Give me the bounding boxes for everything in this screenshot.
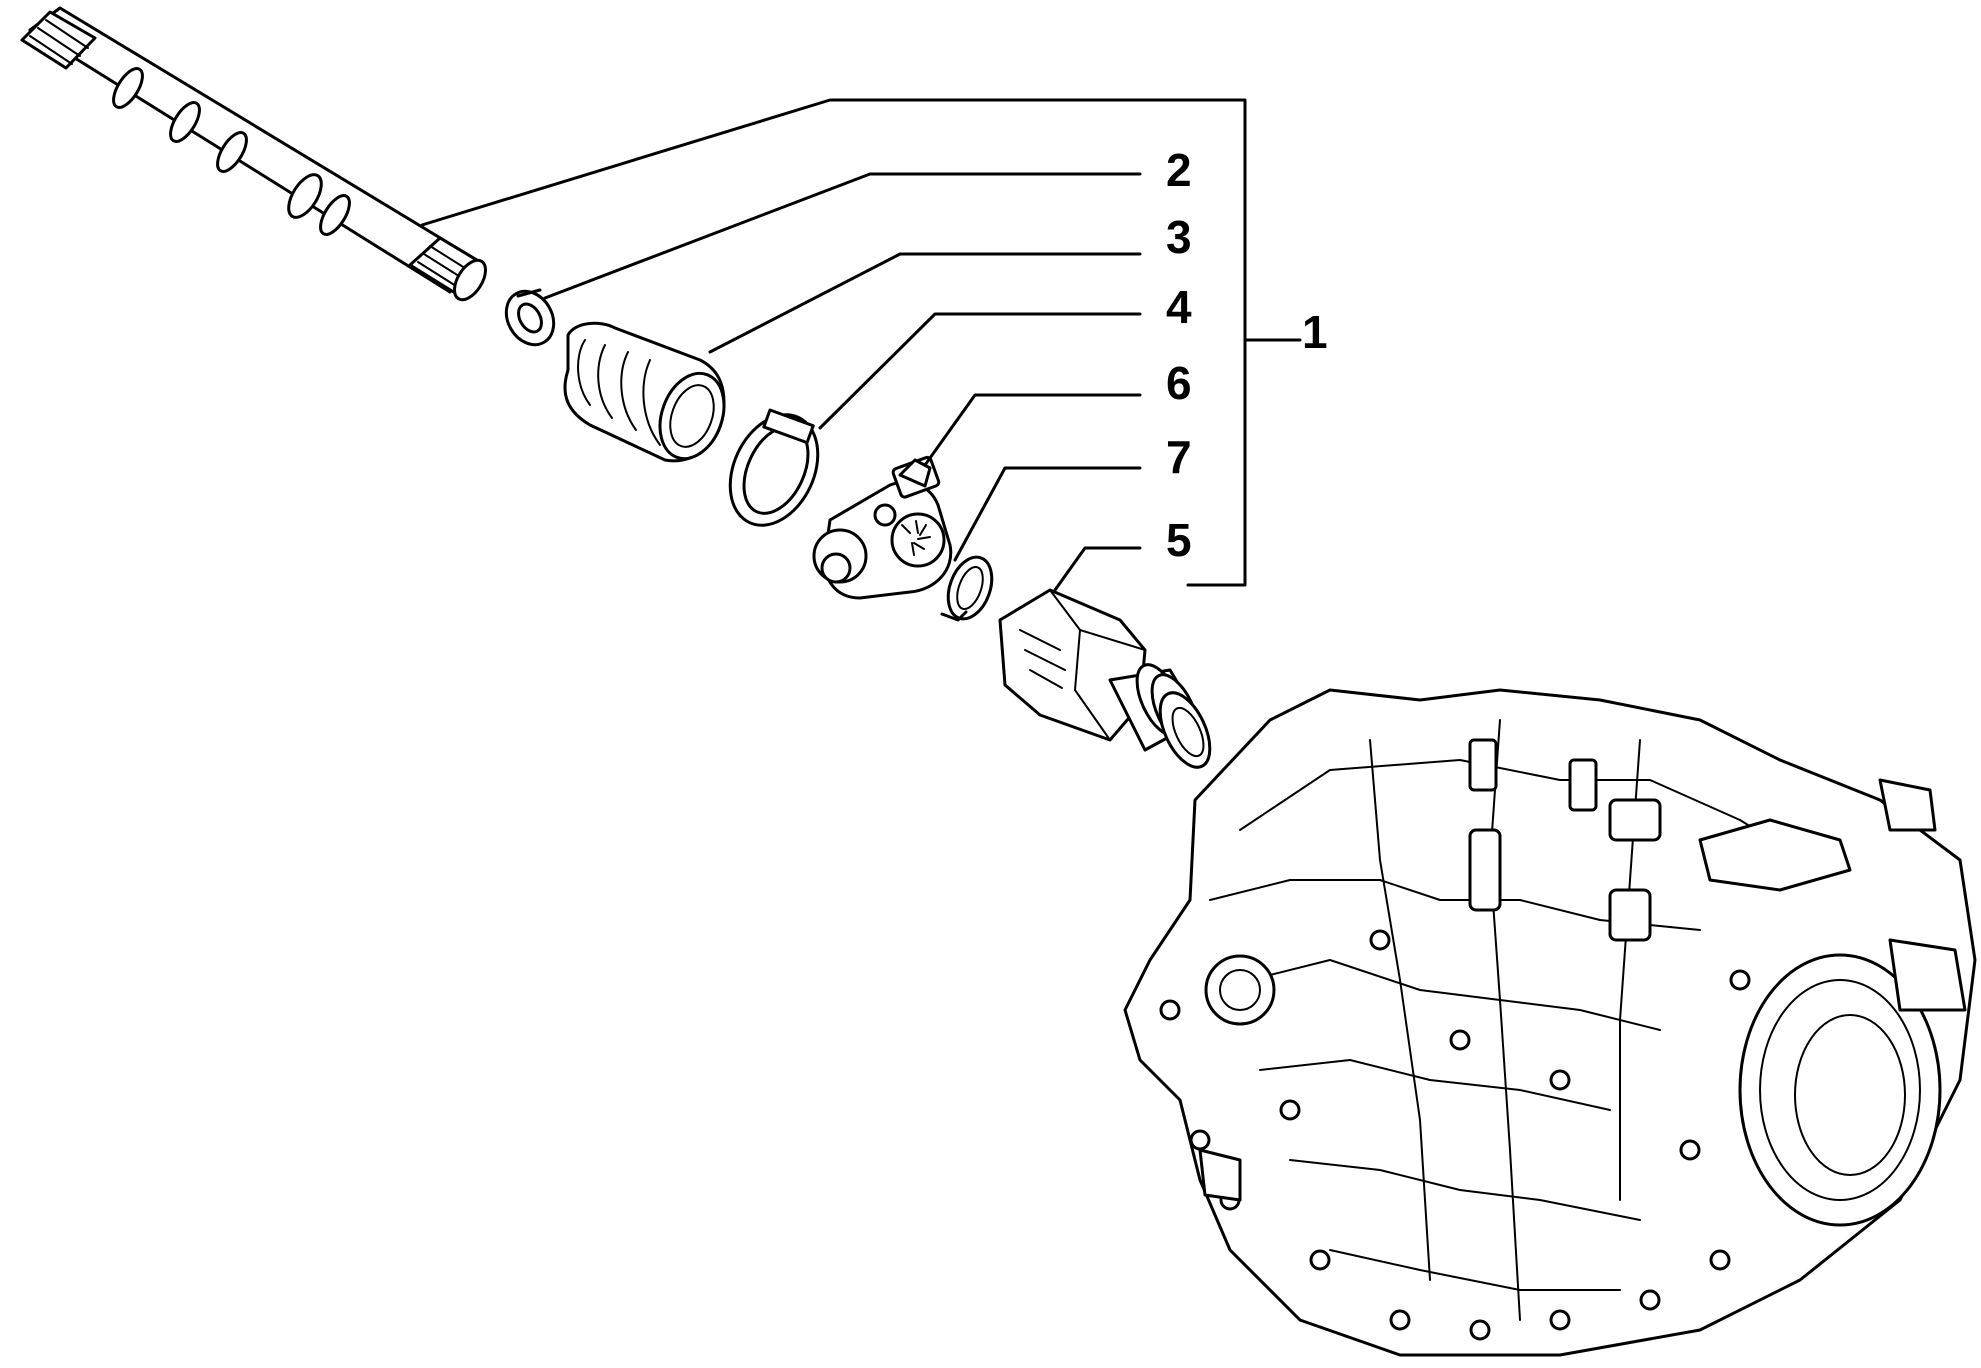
tripod-joint xyxy=(812,455,953,600)
callout-1: 1 xyxy=(1302,306,1328,358)
callout-3: 3 xyxy=(1166,211,1192,263)
callout-labels: 1 2 3 4 6 7 5 xyxy=(1166,144,1328,566)
drive-shaft xyxy=(20,6,487,302)
leader-3 xyxy=(708,252,1142,354)
callout-4: 4 xyxy=(1166,281,1192,333)
callout-5: 5 xyxy=(1166,514,1192,566)
callout-6: 6 xyxy=(1166,357,1192,409)
leader-6 xyxy=(923,393,1142,467)
retaining-ring xyxy=(940,555,994,622)
callout-7: 7 xyxy=(1166,431,1192,483)
joint-housing xyxy=(998,588,1212,769)
leader-7 xyxy=(953,466,1142,562)
leader-1-bracket xyxy=(420,98,1247,587)
transmission xyxy=(1123,688,1977,1357)
callout-2: 2 xyxy=(1166,144,1192,196)
leader-4 xyxy=(818,312,1142,430)
leader-lines xyxy=(420,98,1302,592)
boot-clamp xyxy=(728,408,820,527)
snap-ring xyxy=(504,288,556,347)
leader-5 xyxy=(1053,546,1142,592)
protective-boot xyxy=(563,321,726,463)
leader-2 xyxy=(543,172,1142,300)
